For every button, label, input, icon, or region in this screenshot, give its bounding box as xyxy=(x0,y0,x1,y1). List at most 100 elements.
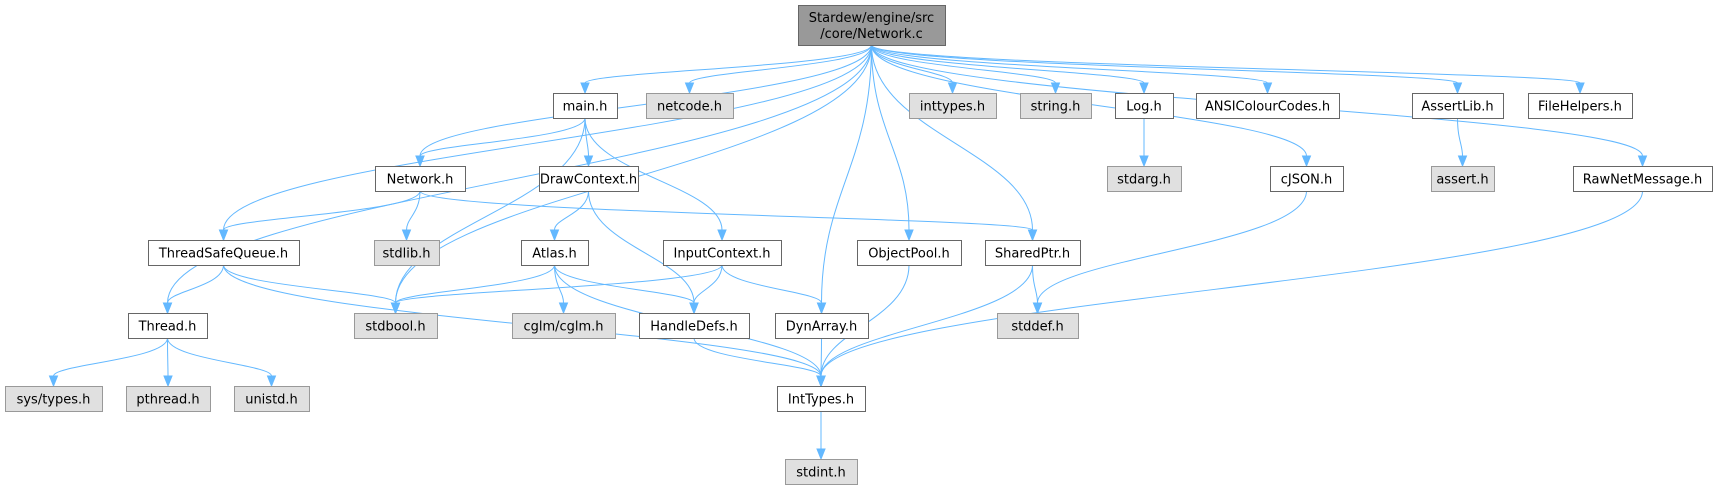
arrowhead-icon xyxy=(162,302,173,315)
edge-root-to-netcode xyxy=(684,44,872,95)
node-box xyxy=(1107,166,1182,192)
edge-root-to-string xyxy=(871,44,1061,95)
edge-root-to-dynarray xyxy=(816,44,872,315)
node-label: pthread.h xyxy=(136,393,199,408)
node-label: FileHelpers.h xyxy=(1538,100,1622,115)
edge-root-to-objectpool xyxy=(871,44,914,242)
node-stdarg: stdarg.h xyxy=(1107,166,1182,192)
node-label: RawNetMessage.h xyxy=(1583,173,1703,188)
edge-root-to-tsq xyxy=(218,44,872,242)
node-assertlib[interactable]: AssertLib.h xyxy=(1412,93,1504,119)
node-cglm: cglm/cglm.h xyxy=(512,313,616,339)
node-box xyxy=(512,313,616,339)
edge-root-to-ansi xyxy=(871,44,1273,95)
arrowhead-icon xyxy=(904,229,914,242)
node-label: string.h xyxy=(1031,100,1081,115)
node-label: Log.h xyxy=(1126,100,1162,115)
node-box xyxy=(1270,166,1344,192)
node-network[interactable]: Network.h xyxy=(375,166,466,192)
edge-network-to-stdlib xyxy=(401,190,421,242)
node-label: SharedPtr.h xyxy=(995,247,1070,262)
node-log[interactable]: Log.h xyxy=(1115,93,1174,119)
edge-rawnet-to-inttypesh xyxy=(816,190,1643,388)
edge-root-to-log xyxy=(871,44,1149,95)
edge-main-to-stdbool xyxy=(390,117,586,315)
node-root[interactable]: Stardew/engine/src/core/Network.c xyxy=(798,5,946,46)
arrowhead-icon xyxy=(1262,82,1273,95)
node-systypes: sys/types.h xyxy=(5,386,103,412)
edge-network-to-tsq xyxy=(218,190,421,242)
node-box xyxy=(857,240,962,266)
edge-sharedptr-to-stddef xyxy=(1032,264,1043,315)
node-label: ANSIColourCodes.h xyxy=(1205,100,1330,115)
node-inttypesh[interactable]: IntTypes.h xyxy=(777,386,866,412)
edge-root-to-filehelpers xyxy=(871,44,1585,95)
edge-root-to-main xyxy=(580,44,872,95)
arrowhead-icon xyxy=(1027,229,1038,242)
node-box xyxy=(798,5,946,46)
node-atlas[interactable]: Atlas.h xyxy=(521,240,589,266)
arrowhead-icon xyxy=(1050,82,1061,95)
node-label: assert.h xyxy=(1436,173,1488,188)
arrowhead-icon xyxy=(816,375,826,388)
node-box xyxy=(639,313,750,339)
node-dynarray[interactable]: DynArray.h xyxy=(775,313,869,339)
arrowhead-icon xyxy=(390,302,401,315)
node-label: /core/Network.c xyxy=(820,27,922,42)
node-stddef: stddef.h xyxy=(997,313,1079,339)
arrowhead-icon xyxy=(583,155,594,168)
node-sharedptr[interactable]: SharedPtr.h xyxy=(985,240,1081,266)
node-label: main.h xyxy=(563,100,608,115)
node-ansi[interactable]: ANSIColourCodes.h xyxy=(1196,93,1340,119)
edge-root-to-thread xyxy=(162,44,872,315)
arrowhead-icon xyxy=(1452,82,1463,95)
node-thread[interactable]: Thread.h xyxy=(128,313,208,339)
node-filehelpers[interactable]: FileHelpers.h xyxy=(1528,93,1633,119)
edge-inputcontext-to-stdbool xyxy=(390,264,723,315)
node-stdbool: stdbool.h xyxy=(354,313,438,339)
node-box xyxy=(354,313,438,339)
node-box xyxy=(1115,93,1174,119)
node-box xyxy=(1431,166,1495,192)
edge-thread-to-systypes xyxy=(48,337,168,388)
node-main[interactable]: main.h xyxy=(553,93,618,119)
node-box xyxy=(663,240,782,266)
node-box xyxy=(375,166,466,192)
node-box xyxy=(777,386,866,412)
arrowhead-icon xyxy=(266,375,277,388)
node-label: Network.h xyxy=(387,173,454,188)
node-box xyxy=(234,386,310,412)
node-rawnet[interactable]: RawNetMessage.h xyxy=(1573,166,1713,192)
arrowhead-icon xyxy=(558,302,569,315)
arrowhead-icon xyxy=(415,155,425,168)
node-string: string.h xyxy=(1020,93,1092,119)
node-box xyxy=(775,313,869,339)
edge-dynarray-to-inttypesh xyxy=(816,337,826,388)
arrowhead-icon xyxy=(401,229,412,242)
arrowhead-icon xyxy=(1139,155,1149,168)
node-inputcontext[interactable]: InputContext.h xyxy=(663,240,782,266)
node-stdlib: stdlib.h xyxy=(374,240,440,266)
node-drawcontext[interactable]: DrawContext.h xyxy=(539,166,639,192)
arrowhead-icon xyxy=(684,82,695,95)
arrowhead-icon xyxy=(689,302,699,315)
node-label: AssertLib.h xyxy=(1421,100,1493,115)
edge-root-to-sharedptr xyxy=(871,44,1038,242)
node-objectpool[interactable]: ObjectPool.h xyxy=(857,240,962,266)
edge-drawcontext-to-atlas xyxy=(549,190,589,242)
edge-inttypesh-to-stdint xyxy=(816,411,826,461)
node-label: cJSON.h xyxy=(1281,173,1333,188)
node-box xyxy=(985,240,1081,266)
node-stdint: stdint.h xyxy=(785,459,858,485)
node-handledefs[interactable]: HandleDefs.h xyxy=(639,313,750,339)
edge-log-to-stdarg xyxy=(1139,117,1149,168)
edge-tsq-to-stdbool xyxy=(223,264,401,315)
node-box xyxy=(5,386,103,412)
node-cjson[interactable]: cJSON.h xyxy=(1270,166,1344,192)
node-label: sys/types.h xyxy=(17,393,91,408)
node-tsq[interactable]: ThreadSafeQueue.h xyxy=(148,240,300,266)
arrowhead-icon xyxy=(717,229,727,242)
edge-main-to-inputcontext xyxy=(584,117,727,242)
